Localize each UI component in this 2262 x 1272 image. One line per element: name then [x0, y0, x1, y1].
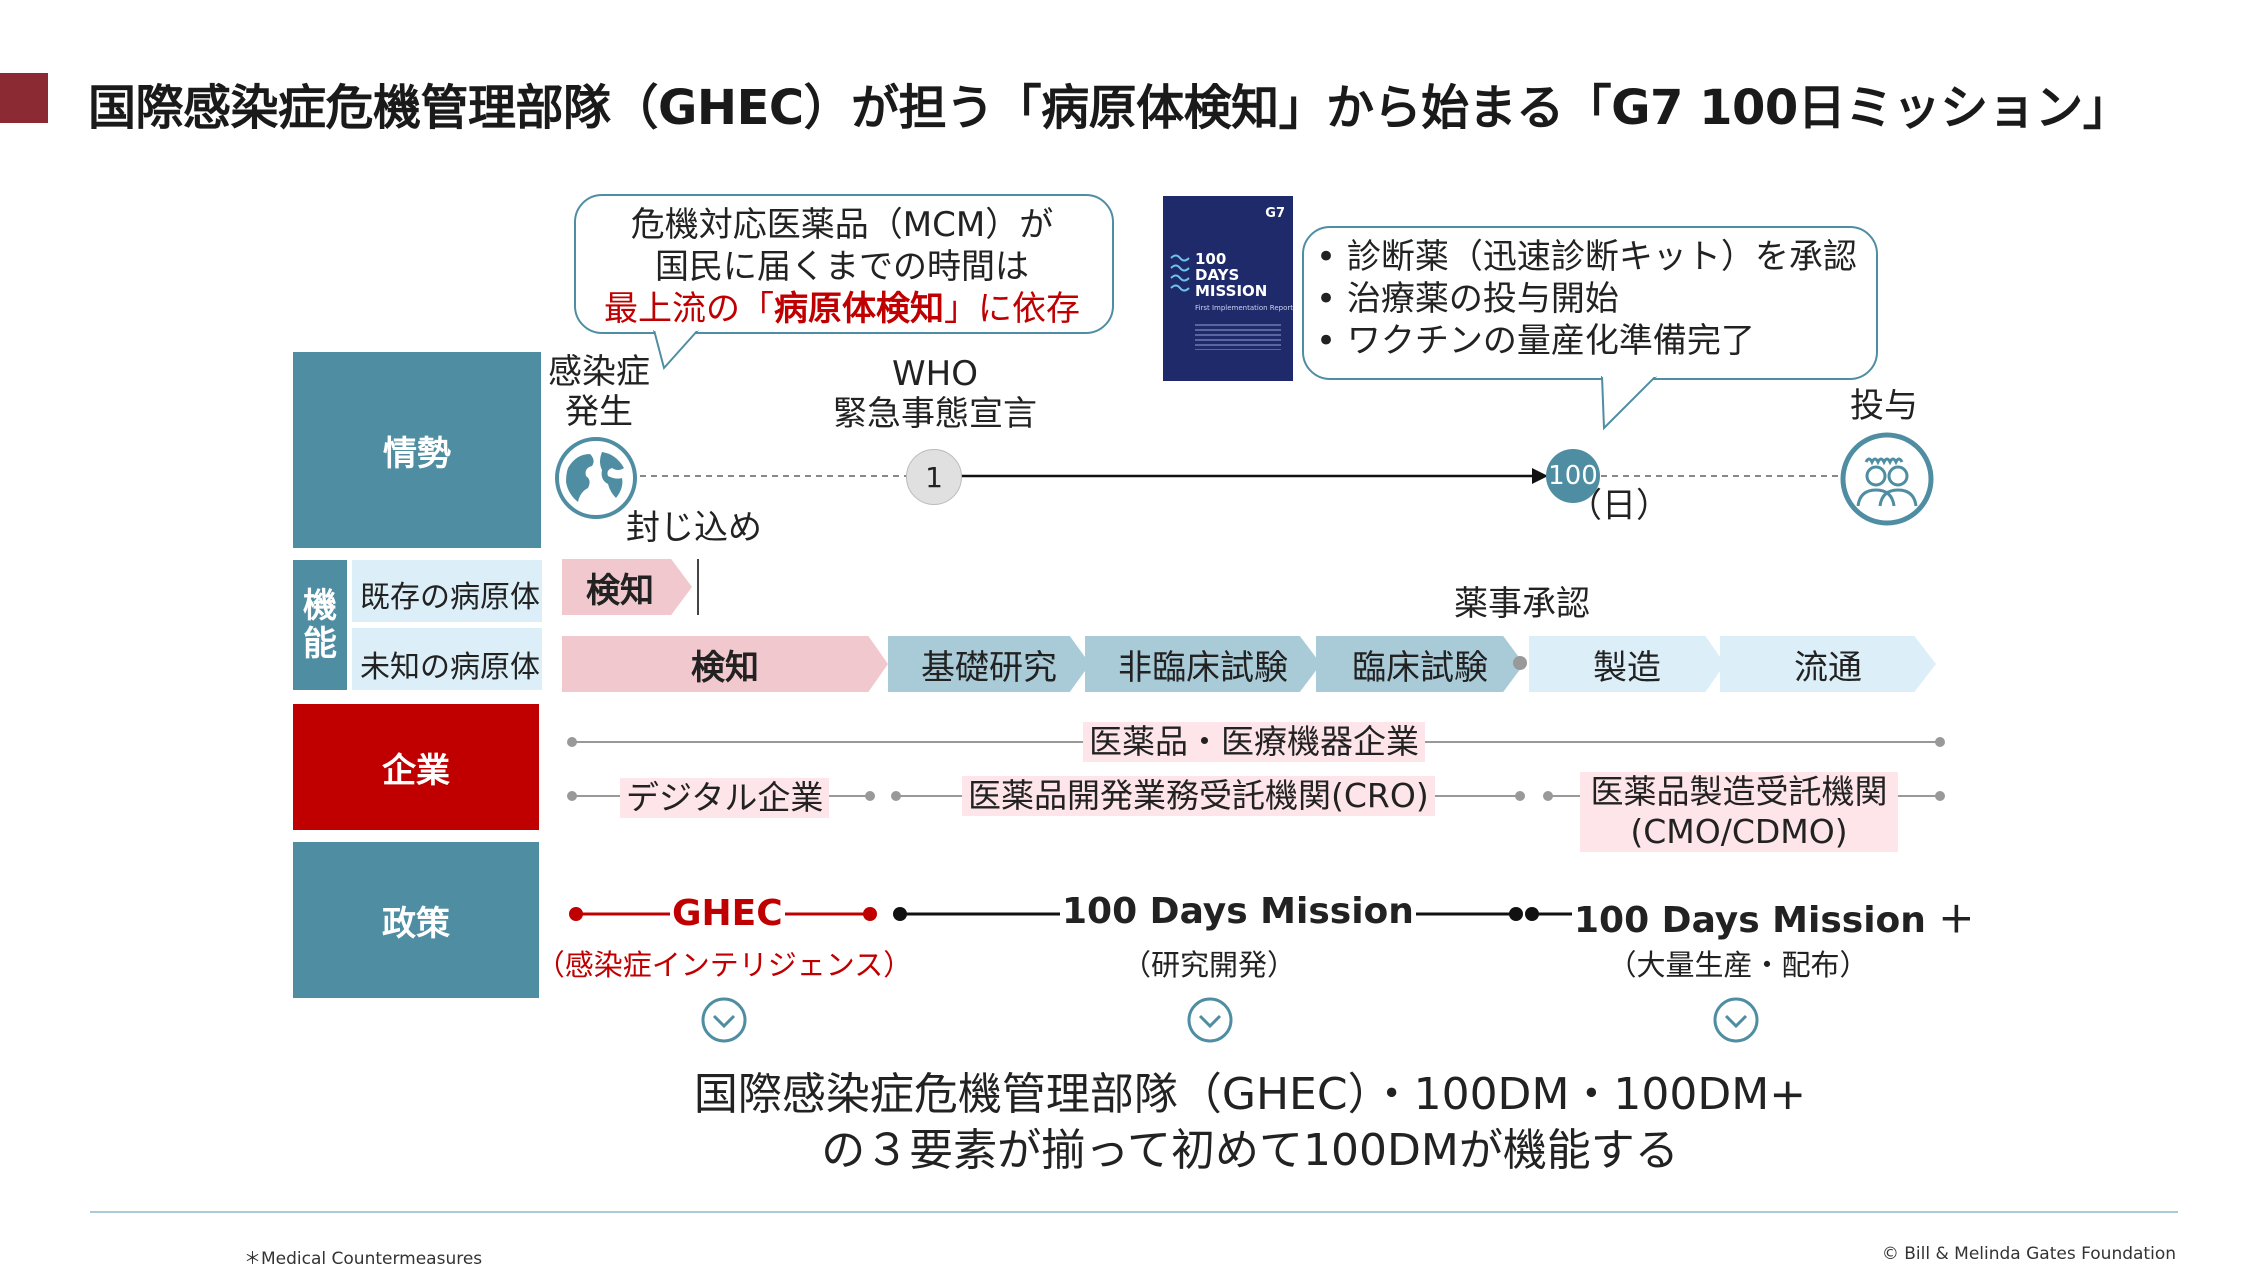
g7-report-cover: G7 100 DAYS MISSION First Implementation…	[1163, 196, 1293, 381]
preclinical-label: 非臨床試験	[1118, 647, 1288, 688]
unknown-detect-step: 検知	[562, 636, 888, 692]
outbreak-label-line1: 感染症	[548, 352, 650, 392]
administer-label: 投与	[1850, 386, 1918, 426]
day100-callout-item: • ワクチンの量産化準備完了	[1316, 321, 1755, 361]
category-company-label: 企業	[382, 750, 450, 791]
approval-point	[1513, 656, 1527, 670]
cro-company: 医薬品開発業務受託機関(CRO)	[962, 776, 1435, 816]
day100-callout-item: • 診断薬（迅速診断キット）を承認	[1316, 237, 1857, 277]
mcm-callout-line3: 最上流の「病原体検知」に依存	[574, 288, 1110, 330]
who-label-line2: 緊急事態宣言	[833, 394, 1037, 434]
day100-callout-tail	[1601, 370, 1657, 431]
day100-marker: 100	[1546, 449, 1600, 503]
page-title: 国際感染症危機管理部隊（GHEC）が担う「病原体検知」から始まる「G7 100日…	[88, 80, 2131, 136]
people-icon	[1840, 432, 1934, 526]
unknown-detect-label: 検知	[691, 647, 759, 688]
basic-research-step: 基礎研究	[888, 636, 1090, 692]
mcm-callout-line3-pre: 最上流の「	[604, 289, 774, 329]
footer-note: ＊Medical Countermeasures	[244, 1249, 483, 1269]
day1-marker: 1	[906, 449, 962, 505]
known-detect-label: 検知	[586, 570, 654, 611]
mcm-callout-line2: 国民に届くまでの時間は	[655, 247, 1029, 287]
function-unknown-cell	[352, 628, 542, 690]
mcm-callout-line3-bold: 病原体検知	[774, 289, 944, 329]
footer-divider	[90, 1211, 2178, 1213]
footer-copyright: © Bill & Melinda Gates Foundation	[1881, 1244, 2176, 1264]
policy-100dm-plus-sub: （大量生産・配布）	[1607, 948, 1869, 982]
cmo-company-line2: (CMO/CDMO)	[1630, 812, 1848, 851]
report-cover-badge: G7	[1265, 206, 1285, 221]
day100-callout-item: • 治療薬の投与開始	[1316, 279, 1619, 319]
known-detect-step: 検知	[562, 559, 692, 615]
policy-100dm-sub: （研究開発）	[1121, 948, 1296, 982]
category-policy: 政策	[293, 842, 539, 998]
mcm-callout-line1: 危機対応医薬品（MCM）が	[630, 205, 1054, 245]
policy-ghec: GHEC	[670, 893, 785, 934]
day-unit-label: （日）	[1568, 486, 1670, 526]
policy-ghec-sub: （感染症インテリジェンス）	[535, 948, 913, 982]
category-policy-label: 政策	[382, 903, 450, 944]
report-cover-subtitle: First Implementation Report	[1195, 304, 1293, 312]
pharma-device-company: 医薬品・医療機器企業	[1083, 722, 1425, 762]
day100-callout	[1302, 226, 1878, 380]
conclusion-line1: 国際感染症危機管理部隊（GHEC）・100DM・100DM+	[693, 1069, 1807, 1120]
manufacturing-label: 製造	[1593, 647, 1661, 688]
report-cover-title2: DAYS	[1195, 266, 1240, 284]
chevron-down-icon	[701, 997, 747, 1043]
wave-icon	[1170, 254, 1190, 292]
clinical-label: 臨床試験	[1352, 647, 1488, 688]
report-cover-bodytext	[1195, 324, 1281, 350]
chevron-down-icon	[1187, 997, 1233, 1043]
mcm-callout	[574, 194, 1114, 334]
category-function-label2: 能	[303, 624, 337, 664]
digital-company: デジタル企業	[620, 778, 830, 818]
category-function-label1: 機	[303, 586, 337, 626]
chevron-down-icon	[1713, 997, 1759, 1043]
containment-label: 封じ込め	[626, 508, 762, 548]
policy-100dm: 100 Days Mission	[1060, 891, 1416, 932]
conclusion-line2: の３要素が揃って初めて100DMが機能する	[821, 1125, 1679, 1176]
mcm-callout-line3-post: 」に依存	[944, 289, 1080, 329]
title-accent-bar	[0, 73, 48, 123]
preclinical-step: 非臨床試験	[1085, 636, 1321, 692]
basic-research-label: 基礎研究	[921, 647, 1057, 688]
report-cover-title1: 100	[1195, 250, 1227, 268]
outbreak-label-line2: 発生	[565, 392, 633, 432]
category-situation-label: 情勢	[383, 433, 451, 474]
day100-callout-list: • 診断薬（迅速診断キット）を承認 • 治療薬の投与開始 • ワクチンの量産化準…	[1316, 236, 1857, 362]
report-cover-title3: MISSION	[1195, 282, 1268, 300]
timeline	[640, 468, 1840, 484]
mcm-callout-tail	[653, 324, 699, 371]
known-detect-end	[697, 559, 699, 615]
who-label-line1: WHO	[892, 354, 978, 394]
day100-marker-label: 100	[1548, 461, 1598, 491]
function-unknown-label: 未知の病原体	[360, 650, 540, 685]
policy-100dm-plus: 100 Days Mission ＋	[1572, 891, 1977, 943]
cmo-company: 医薬品製造受託機関 (CMO/CDMO)	[1580, 772, 1898, 852]
distribution-step: 流通	[1720, 636, 1936, 692]
distribution-label: 流通	[1794, 647, 1862, 688]
function-known-cell	[352, 560, 542, 622]
approval-label: 薬事承認	[1454, 584, 1590, 624]
cmo-company-line1: 医薬品製造受託機関	[1590, 772, 1888, 811]
clinical-step: 臨床試験	[1316, 636, 1524, 692]
function-known-label: 既存の病原体	[360, 580, 540, 615]
manufacturing-step: 製造	[1529, 636, 1725, 692]
category-company: 企業	[293, 704, 539, 830]
day1-marker-label: 1	[925, 460, 943, 494]
globe-icon	[555, 437, 637, 519]
category-situation: 情勢	[293, 352, 541, 548]
category-function: 機 能	[293, 560, 347, 690]
